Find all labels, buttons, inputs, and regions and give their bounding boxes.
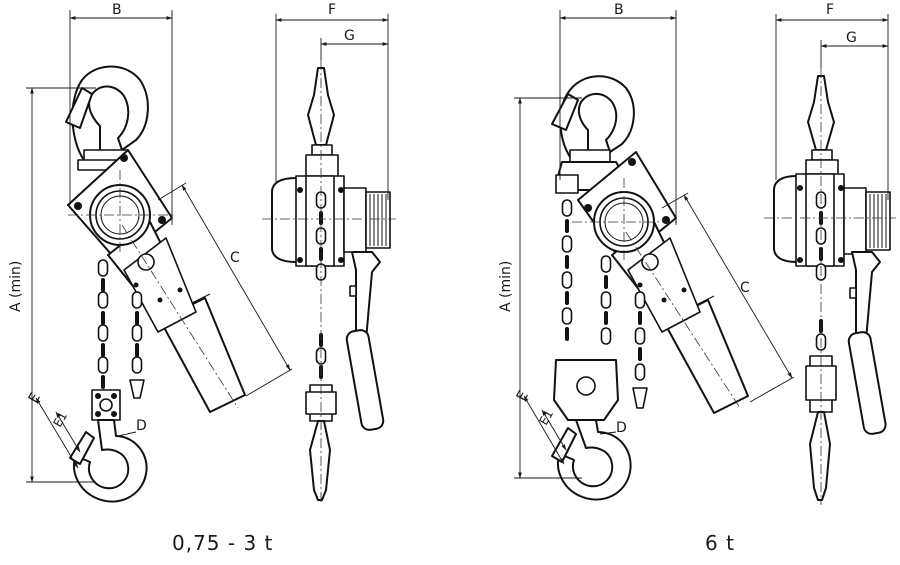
caption-right: 6 t	[705, 531, 735, 555]
label-E-left: E	[26, 390, 44, 406]
right-side-view	[764, 68, 896, 505]
label-A-left: A (min)	[8, 261, 24, 312]
left-dimensions: B A (min) C E E1 D	[8, 2, 293, 483]
label-E-right: E	[514, 388, 532, 404]
label-G-left: G	[344, 28, 355, 44]
left-side-dimensions: F G	[275, 2, 389, 200]
label-G-right: G	[846, 30, 857, 46]
right-dimensions: B A (min) C E E1 D	[498, 2, 795, 479]
caption-left: 0,75 - 3 t	[172, 531, 274, 555]
label-D-right: D	[616, 420, 627, 436]
label-B-left: B	[112, 2, 122, 18]
label-E1-right: E1	[536, 407, 556, 427]
left-side-view	[262, 60, 396, 505]
label-C-left: C	[230, 250, 240, 266]
right-front-view	[551, 75, 749, 501]
label-E1-left: E1	[50, 409, 70, 429]
left-front-view	[65, 65, 246, 503]
label-F-left: F	[328, 2, 336, 18]
right-side-dimensions: F G	[775, 2, 889, 200]
label-C-right: C	[740, 280, 750, 296]
label-F-right: F	[826, 2, 834, 18]
label-D-left: D	[136, 418, 147, 434]
label-B-right: B	[614, 2, 624, 18]
label-A-right: A (min)	[498, 261, 514, 312]
